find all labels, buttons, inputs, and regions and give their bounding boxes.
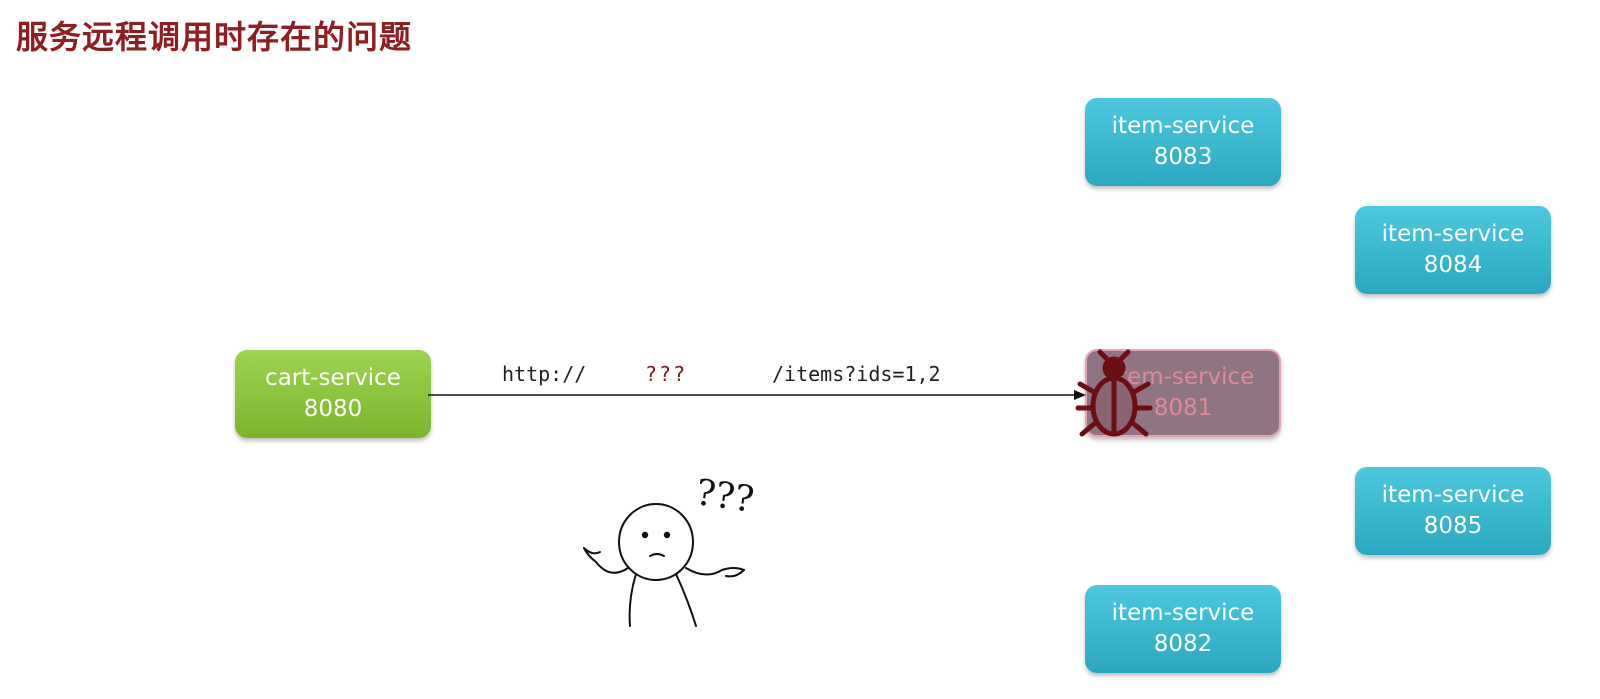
thought-question-marks: ??? (693, 472, 757, 521)
service-port: 8084 (1423, 252, 1483, 278)
item-service-node-8082: item-service 8082 (1085, 585, 1281, 673)
item-service-node-8085: item-service 8085 (1355, 467, 1551, 555)
service-port: 8080 (303, 396, 363, 422)
shrugging-person-icon (583, 503, 745, 627)
service-name: item-service (1111, 113, 1255, 139)
service-name: item-service (1381, 482, 1525, 508)
request-arrow (428, 390, 1086, 400)
service-name: item-service (1381, 221, 1525, 247)
page-title: 服务远程调用时存在的问题 (16, 18, 413, 56)
bug-icon (1075, 349, 1153, 437)
url-host-unknown: ??? (645, 362, 688, 386)
service-port: 8081 (1153, 395, 1213, 421)
cart-service-node: cart-service 8080 (235, 350, 431, 438)
url-path: /items?ids=1,2 (772, 362, 941, 386)
service-port: 8082 (1153, 631, 1213, 657)
service-port: 8083 (1153, 144, 1213, 170)
service-name: item-service (1111, 600, 1255, 626)
service-name: item-service (1111, 364, 1255, 390)
item-service-node-8083: item-service 8083 (1085, 98, 1281, 186)
item-service-node-8084: item-service 8084 (1355, 206, 1551, 294)
url-scheme: http:// (502, 362, 587, 386)
service-port: 8085 (1423, 513, 1483, 539)
service-name: cart-service (265, 365, 401, 391)
